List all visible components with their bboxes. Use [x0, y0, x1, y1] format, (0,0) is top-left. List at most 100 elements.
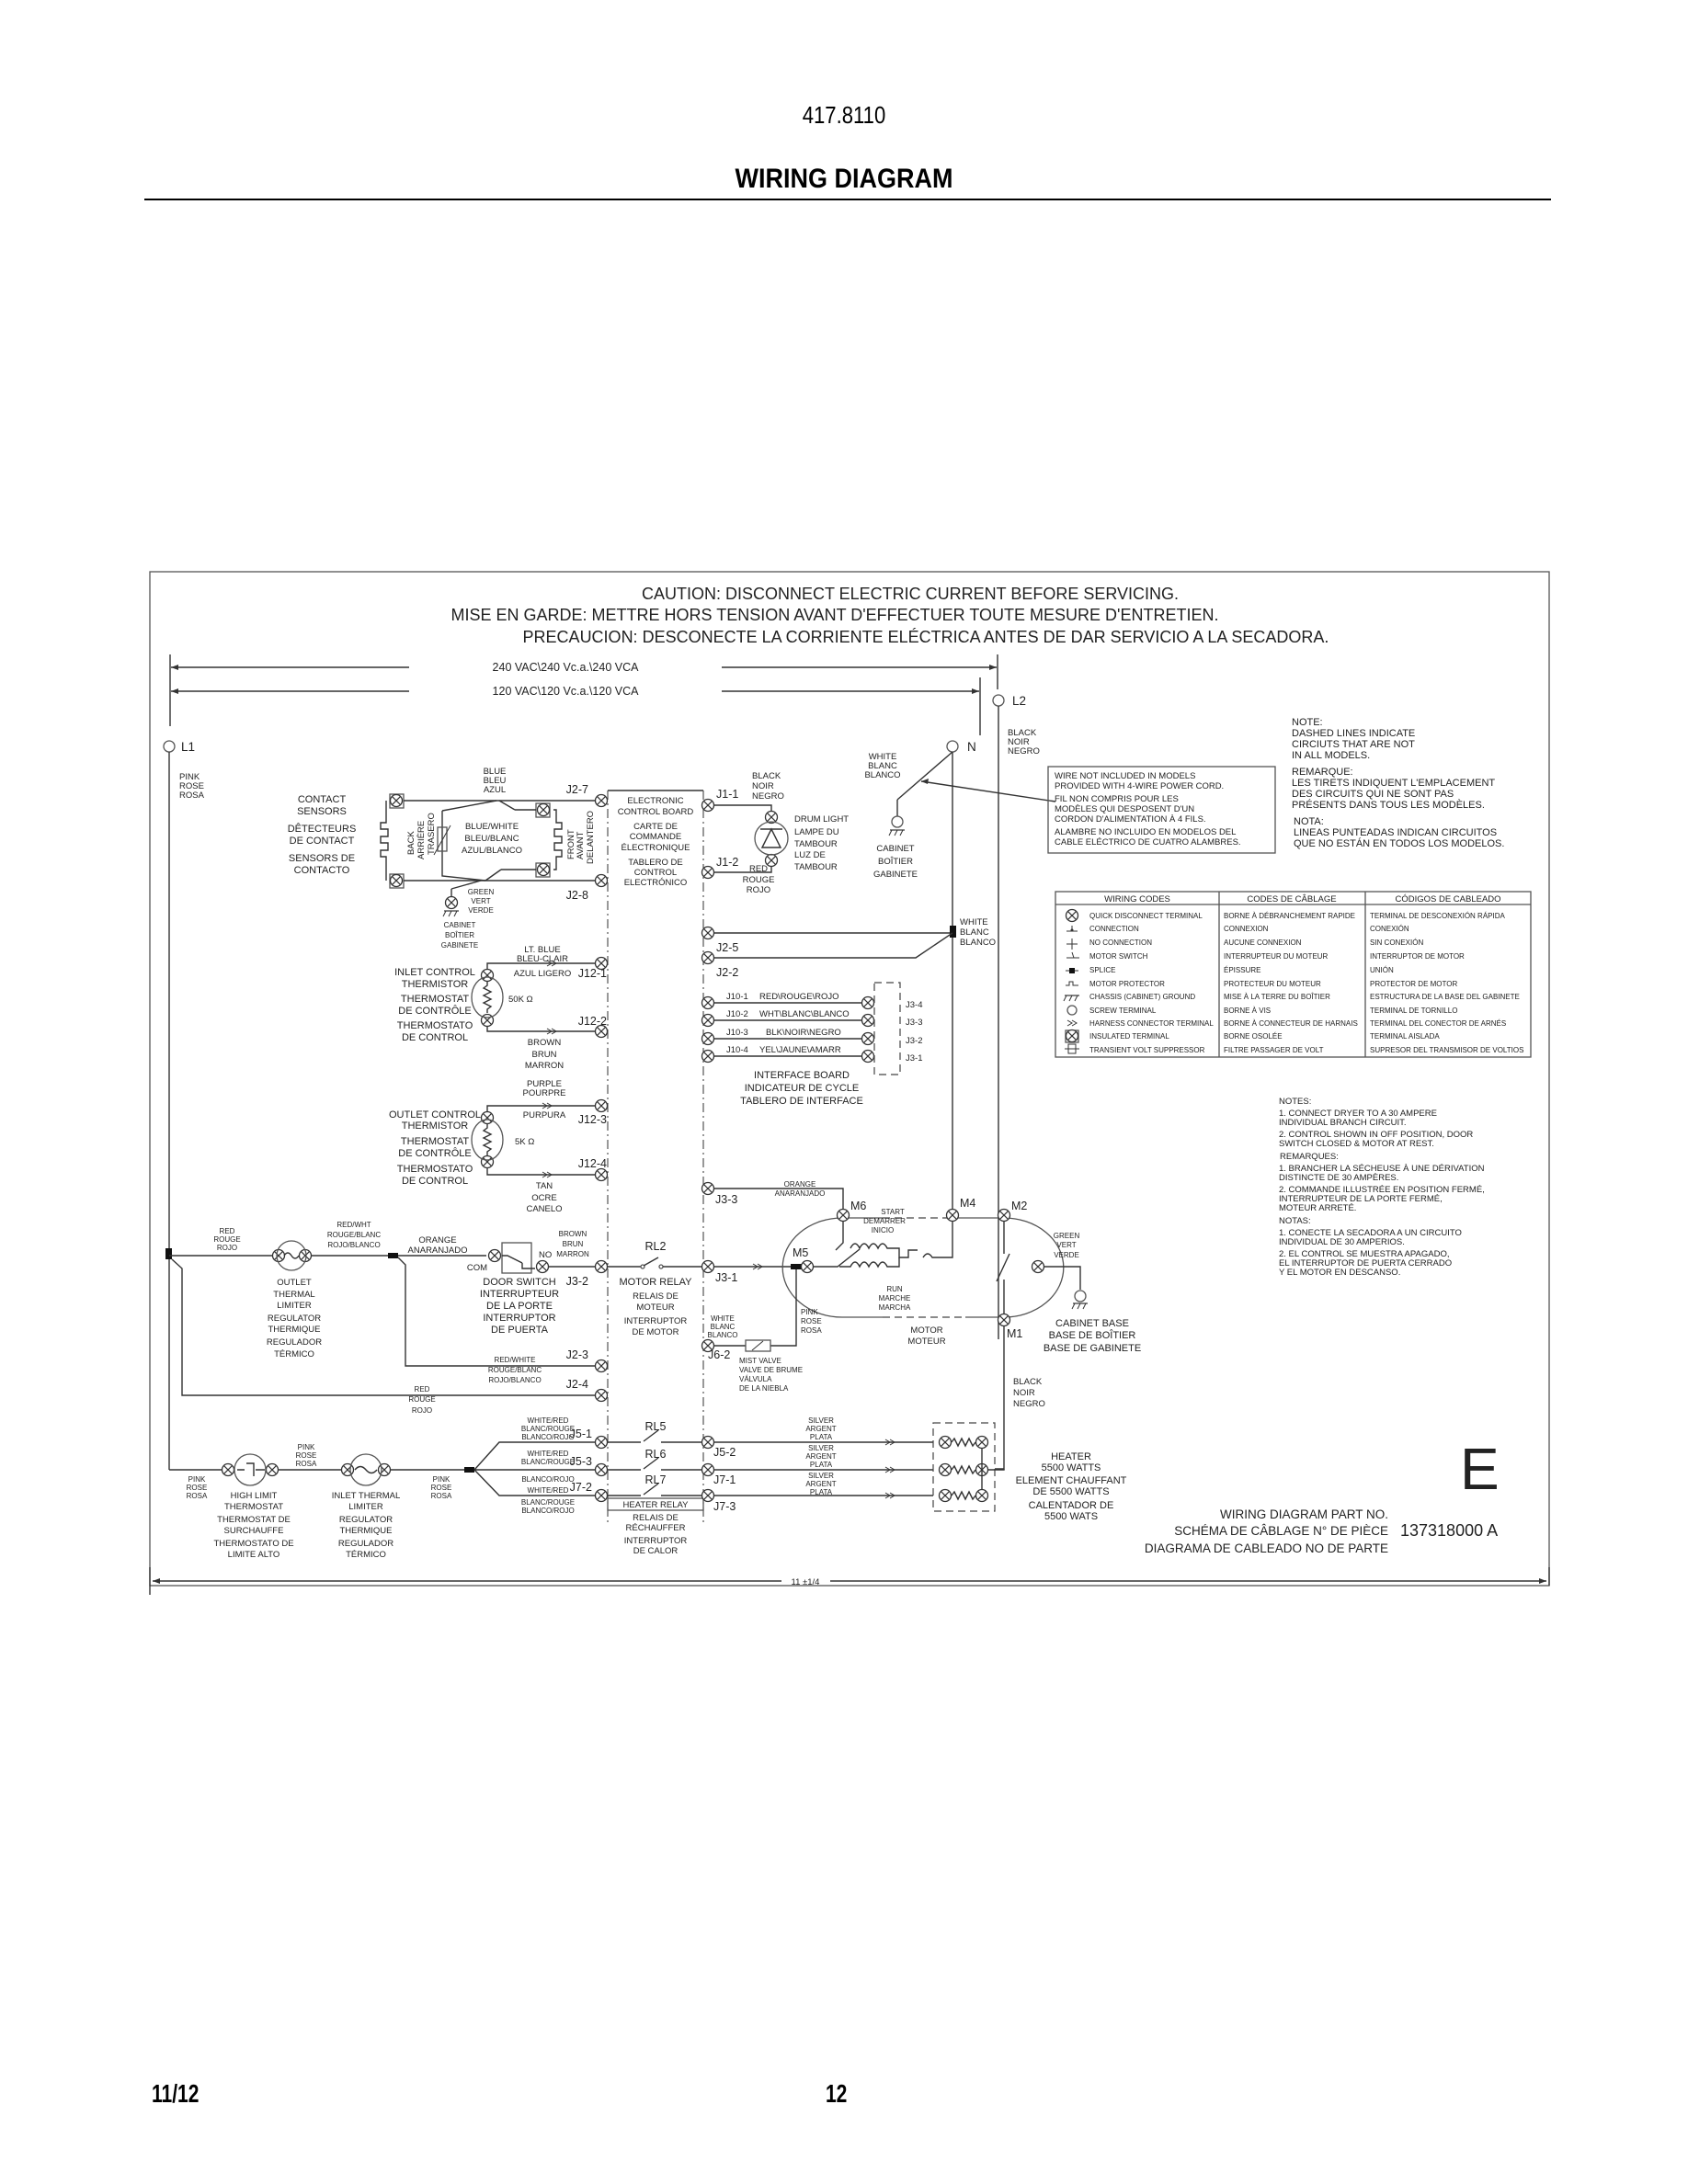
- svg-text:RELAIS DE: RELAIS DE: [633, 1513, 679, 1523]
- caution-block: CAUTION: DISCONNECT ELECTRIC CURRENT BEF…: [451, 585, 1329, 646]
- no-connection-icon: [1066, 938, 1078, 950]
- svg-text:CONTACTO: CONTACTO: [294, 865, 350, 876]
- svg-text:TÉRMICO: TÉRMICO: [346, 1550, 386, 1560]
- svg-text:1. CONECTE LA SECADORA A: 1. CONECTE LA SECADORA A UN CIRCUITO: [1279, 1228, 1462, 1238]
- svg-text:PROVIDED WITH 4-WIRE POWER: PROVIDED WITH 4-WIRE POWER CORD.: [1055, 781, 1224, 791]
- svg-text:ANARANJADO: ANARANJADO: [775, 1189, 826, 1198]
- svg-text:NOTES:: NOTES:: [1279, 1097, 1311, 1107]
- svg-text:J1-2: J1-2: [716, 856, 738, 869]
- door-switch: ORANGE ANARANJADO COM NO BROWN BRUN MARR…: [408, 1230, 609, 1336]
- dim-240v: 240 VAC\240 Vc.a.\240 VCA: [493, 661, 640, 674]
- svg-text:RUN: RUN: [886, 1285, 903, 1293]
- svg-text:VERT: VERT: [471, 897, 490, 905]
- svg-text:BASE DE GABINETE: BASE DE GABINETE: [1044, 1343, 1141, 1354]
- svg-text:PROTECTOR DE MOTOR: PROTECTOR DE MOTOR: [1370, 980, 1457, 988]
- svg-text:ALAMBRE NO INCLUIDO EN MOD: ALAMBRE NO INCLUIDO EN MODELOS DEL: [1055, 827, 1236, 837]
- svg-text:SENSORS DE: SENSORS DE: [289, 853, 355, 864]
- svg-text:M4: M4: [960, 1197, 975, 1210]
- svg-text:BORNE À CONNECTEUR DE HARN: BORNE À CONNECTEUR DE HARNAIS: [1224, 1019, 1358, 1028]
- svg-text:DE CONTROL: DE CONTROL: [402, 1176, 468, 1187]
- svg-text:ARRIÈRE: ARRIÈRE: [416, 821, 427, 859]
- svg-text:ROJO: ROJO: [412, 1406, 432, 1415]
- n-label: N: [967, 740, 976, 754]
- svg-text:THERMOSTATO DE: THERMOSTATO DE: [213, 1539, 293, 1549]
- voltage-dimensions: 240 VAC\240 Vc.a.\240 VCA 120 VAC\120 Vc…: [169, 654, 998, 735]
- svg-text:THERMISTOR: THERMISTOR: [402, 1120, 469, 1132]
- svg-text:THERMOSTAT DE: THERMOSTAT DE: [217, 1515, 291, 1525]
- svg-text:SILVER: SILVER: [808, 1472, 834, 1480]
- svg-text:CONTROL BOARD: CONTROL BOARD: [618, 807, 694, 817]
- svg-text:REGULADOR: REGULADOR: [267, 1337, 322, 1348]
- svg-text:GREEN: GREEN: [468, 888, 495, 896]
- svg-text:WHITE: WHITE: [711, 1314, 735, 1323]
- l1-bus: L1 PINK ROSE ROSA: [163, 740, 225, 1471]
- svg-text:ROJO: ROJO: [747, 885, 770, 895]
- svg-text:TERMINAL DEL CONECTOR DE A: TERMINAL DEL CONECTOR DE ARNÉS: [1370, 1019, 1506, 1028]
- svg-text:J7-2: J7-2: [570, 1481, 592, 1494]
- svg-text:NEGRO: NEGRO: [1013, 1399, 1045, 1409]
- svg-text:CONNECTION: CONNECTION: [1089, 925, 1139, 933]
- svg-text:2. CONTROL SHOWN IN OFF P: 2. CONTROL SHOWN IN OFF POSITION, DOOR: [1279, 1130, 1473, 1140]
- chassis-ground-icon: [1063, 995, 1080, 1002]
- svg-text:INTERRUPTEUR: INTERRUPTEUR: [480, 1289, 559, 1300]
- svg-text:VALVE DE BRUME: VALVE DE BRUME: [739, 1366, 803, 1374]
- svg-text:TAN: TAN: [536, 1181, 553, 1191]
- svg-text:J10-1: J10-1: [726, 992, 748, 1002]
- svg-text:BLEU/BLANC: BLEU/BLANC: [464, 834, 519, 844]
- svg-text:MARRON: MARRON: [525, 1061, 564, 1071]
- svg-text:PLATA: PLATA: [810, 1461, 833, 1469]
- splice-icon: [791, 1264, 802, 1269]
- svg-text:DE MOTOR: DE MOTOR: [632, 1327, 679, 1337]
- svg-text:ROSE: ROSE: [179, 781, 204, 791]
- svg-text:RL5: RL5: [645, 1420, 667, 1433]
- svg-text:YEL\JAUNE\AMARR: YEL\JAUNE\AMARR: [759, 1045, 841, 1055]
- svg-text:2. EL CONTROL SE MUESTRA: 2. EL CONTROL SE MUESTRA APAGADO,: [1279, 1249, 1449, 1259]
- svg-text:WIRING DIAGRAM PART NO.: WIRING DIAGRAM PART NO.: [1220, 1507, 1388, 1521]
- splice-icon: [388, 1253, 398, 1258]
- svg-text:RL2: RL2: [645, 1240, 667, 1253]
- svg-text:ROJO/BLANCO: ROJO/BLANCO: [488, 1376, 541, 1384]
- wiring-codes-table: WIRING CODES CODES DE CÂBLAGE CÓDIGOS DE…: [1055, 891, 1532, 1058]
- svg-text:NOIR: NOIR: [1008, 737, 1030, 747]
- svg-text:MOTOR SWITCH: MOTOR SWITCH: [1089, 952, 1148, 961]
- motor-protector-icon: [1066, 981, 1078, 986]
- svg-text:DISTINCTE DE 30 AMPÈRES.: DISTINCTE DE 30 AMPÈRES.: [1279, 1173, 1398, 1183]
- svg-text:ROUGE: ROUGE: [213, 1235, 240, 1244]
- svg-text:J2-8: J2-8: [566, 889, 588, 902]
- svg-text:M5: M5: [793, 1246, 808, 1259]
- svg-text:BLANC: BLANC: [868, 761, 897, 771]
- svg-text:PRÉSENTS DANS TOUS LES MOD: PRÉSENTS DANS TOUS LES MODÈLES.: [1292, 799, 1485, 811]
- svg-text:CORDON D'ALIMENTATION À 4: CORDON D'ALIMENTATION À 4 FILS.: [1055, 814, 1206, 825]
- svg-text:J2-2: J2-2: [716, 966, 738, 979]
- svg-text:BLANC: BLANC: [711, 1323, 736, 1331]
- svg-text:ELECTRONIC: ELECTRONIC: [627, 796, 683, 806]
- svg-text:ANARANJADO: ANARANJADO: [408, 1246, 468, 1256]
- inlet-thermal-limiter: PINK ROSE ROSA INLET THERMAL LIMITER REG…: [279, 1441, 595, 1560]
- svg-text:J10-3: J10-3: [726, 1028, 748, 1038]
- splice-icon: [165, 1248, 172, 1259]
- svg-text:5K Ω: 5K Ω: [515, 1137, 534, 1147]
- svg-text:5500 WATTS: 5500 WATTS: [1042, 1462, 1101, 1473]
- svg-text:RL7: RL7: [645, 1473, 667, 1486]
- svg-text:5500 WATS: 5500 WATS: [1044, 1511, 1098, 1522]
- svg-text:WHT\BLANC\BLANCO: WHT\BLANC\BLANCO: [759, 1009, 850, 1019]
- svg-text:J1-1: J1-1: [716, 788, 738, 801]
- screw-terminal-icon: [1066, 1005, 1078, 1016]
- neutral-bus: N WHITE BLANC BLANCO CABINET BOÎTIER GAB…: [864, 740, 1056, 1204]
- svg-text:NEGRO: NEGRO: [1008, 746, 1040, 756]
- caution-fr: MISE EN GARDE: METTRE HORS TENSION AVANT…: [451, 606, 1219, 624]
- svg-text:J5-3: J5-3: [570, 1455, 592, 1468]
- svg-text:THERMOSTATO: THERMOSTATO: [397, 1020, 473, 1031]
- svg-text:LIMITER: LIMITER: [348, 1502, 383, 1512]
- l2-label: L2: [1012, 694, 1026, 708]
- svg-text:OCRE: OCRE: [531, 1193, 556, 1203]
- svg-text:SPLICE: SPLICE: [1089, 966, 1115, 974]
- svg-text:DES CIRCUITS QUI NE SONT: DES CIRCUITS QUI NE SONT PAS: [1292, 789, 1454, 800]
- svg-text:ROUGE/BLANC: ROUGE/BLANC: [488, 1366, 542, 1374]
- part-number-block: WIRING DIAGRAM PART NO. SCHÉMA DE CÂBLAG…: [1145, 1507, 1498, 1555]
- svg-text:INSULATED TERMINAL: INSULATED TERMINAL: [1089, 1032, 1169, 1041]
- inlet-control-thermistor: INLET CONTROL THERMISTOR THERMOSTAT DE C…: [394, 945, 609, 1071]
- outlet-control-thermistor: OUTLET CONTROL THERMISTOR THERMOSTAT DE …: [389, 1079, 609, 1214]
- svg-text:OUTLET CONTROL: OUTLET CONTROL: [389, 1109, 481, 1120]
- svg-text:WHITE/RED: WHITE/RED: [528, 1416, 569, 1425]
